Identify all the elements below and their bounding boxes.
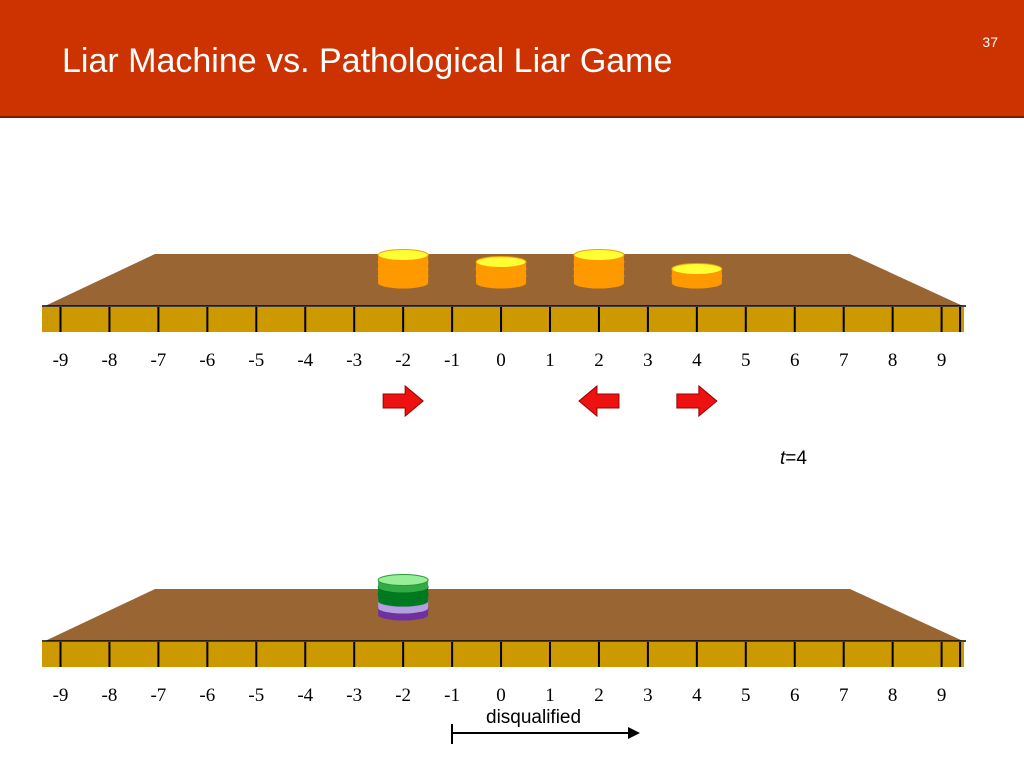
chip-stack bbox=[475, 256, 527, 289]
move-arrow-left-icon bbox=[578, 384, 620, 418]
move-arrow-right-icon bbox=[676, 384, 718, 418]
tick-label: -3 bbox=[346, 350, 363, 371]
chip bbox=[377, 249, 429, 268]
top-move-arrows bbox=[382, 384, 718, 418]
slide-title: Liar Machine vs. Pathological Liar Game bbox=[62, 42, 673, 80]
tick-label: 2 bbox=[594, 685, 604, 706]
chip-stack bbox=[573, 249, 625, 289]
tick-label: -5 bbox=[248, 350, 265, 371]
time-step-label: t=4 bbox=[780, 448, 807, 470]
chip bbox=[377, 574, 429, 593]
tick-label: -8 bbox=[101, 685, 118, 706]
tick-label: -8 bbox=[101, 350, 118, 371]
slide-number: 37 bbox=[982, 34, 998, 50]
tick-label: 0 bbox=[496, 685, 506, 706]
time-variable: t bbox=[780, 448, 786, 469]
tick-label: 7 bbox=[838, 685, 849, 706]
tick-label: 3 bbox=[643, 350, 653, 371]
tick-label: 5 bbox=[741, 685, 751, 706]
tick-label: 2 bbox=[594, 350, 604, 371]
chip bbox=[671, 263, 723, 282]
tick-label: 6 bbox=[790, 350, 800, 371]
tick-label: -7 bbox=[150, 685, 167, 706]
tick-label: -2 bbox=[395, 350, 412, 371]
tick-label: 8 bbox=[887, 685, 898, 706]
tick-label: 7 bbox=[838, 350, 849, 371]
chip bbox=[475, 256, 527, 275]
tick-label: -1 bbox=[444, 350, 460, 371]
slide-header: Liar Machine vs. Pathological Liar Game … bbox=[0, 0, 1024, 118]
tick-label: -3 bbox=[346, 685, 363, 706]
tick-label: -5 bbox=[248, 685, 265, 706]
tick-label: -1 bbox=[444, 685, 460, 706]
tick-label: 9 bbox=[936, 350, 947, 371]
tick-label: 5 bbox=[741, 350, 751, 371]
tick-label: 1 bbox=[545, 685, 555, 706]
tick-label: 4 bbox=[692, 350, 702, 371]
disqualified-arrow bbox=[451, 724, 640, 744]
time-value: =4 bbox=[785, 448, 807, 469]
tick-label: 4 bbox=[692, 685, 702, 706]
tick-label: 0 bbox=[496, 350, 506, 371]
disqualified-label: disqualified bbox=[486, 707, 582, 728]
tick-label: 9 bbox=[936, 685, 947, 706]
top-chip-stacks bbox=[377, 249, 723, 289]
bottom-number-strip bbox=[42, 642, 964, 667]
tick-label: -6 bbox=[199, 685, 216, 706]
top-strip-ticks bbox=[59, 307, 962, 332]
tick-label: 1 bbox=[545, 350, 555, 371]
tick-label: -7 bbox=[150, 350, 167, 371]
tick-label: -6 bbox=[199, 350, 216, 371]
chip-stack bbox=[377, 574, 429, 621]
tick-label: 3 bbox=[643, 685, 653, 706]
top-number-strip bbox=[42, 307, 964, 332]
chip bbox=[573, 249, 625, 268]
move-arrow-right-icon bbox=[382, 384, 424, 418]
chip-stack bbox=[377, 249, 429, 289]
tick-label: -4 bbox=[297, 685, 314, 706]
tick-label: -4 bbox=[297, 350, 314, 371]
chip-stack bbox=[671, 263, 723, 289]
bottom-board-surface bbox=[45, 589, 963, 641]
tick-label: -9 bbox=[52, 350, 69, 371]
tick-label: 6 bbox=[790, 685, 800, 706]
bottom-chip-stacks bbox=[377, 574, 429, 621]
tick-label: -2 bbox=[395, 685, 412, 706]
tick-label: -9 bbox=[52, 685, 69, 706]
tick-label: 8 bbox=[887, 350, 898, 371]
bottom-strip-ticks bbox=[59, 642, 962, 667]
